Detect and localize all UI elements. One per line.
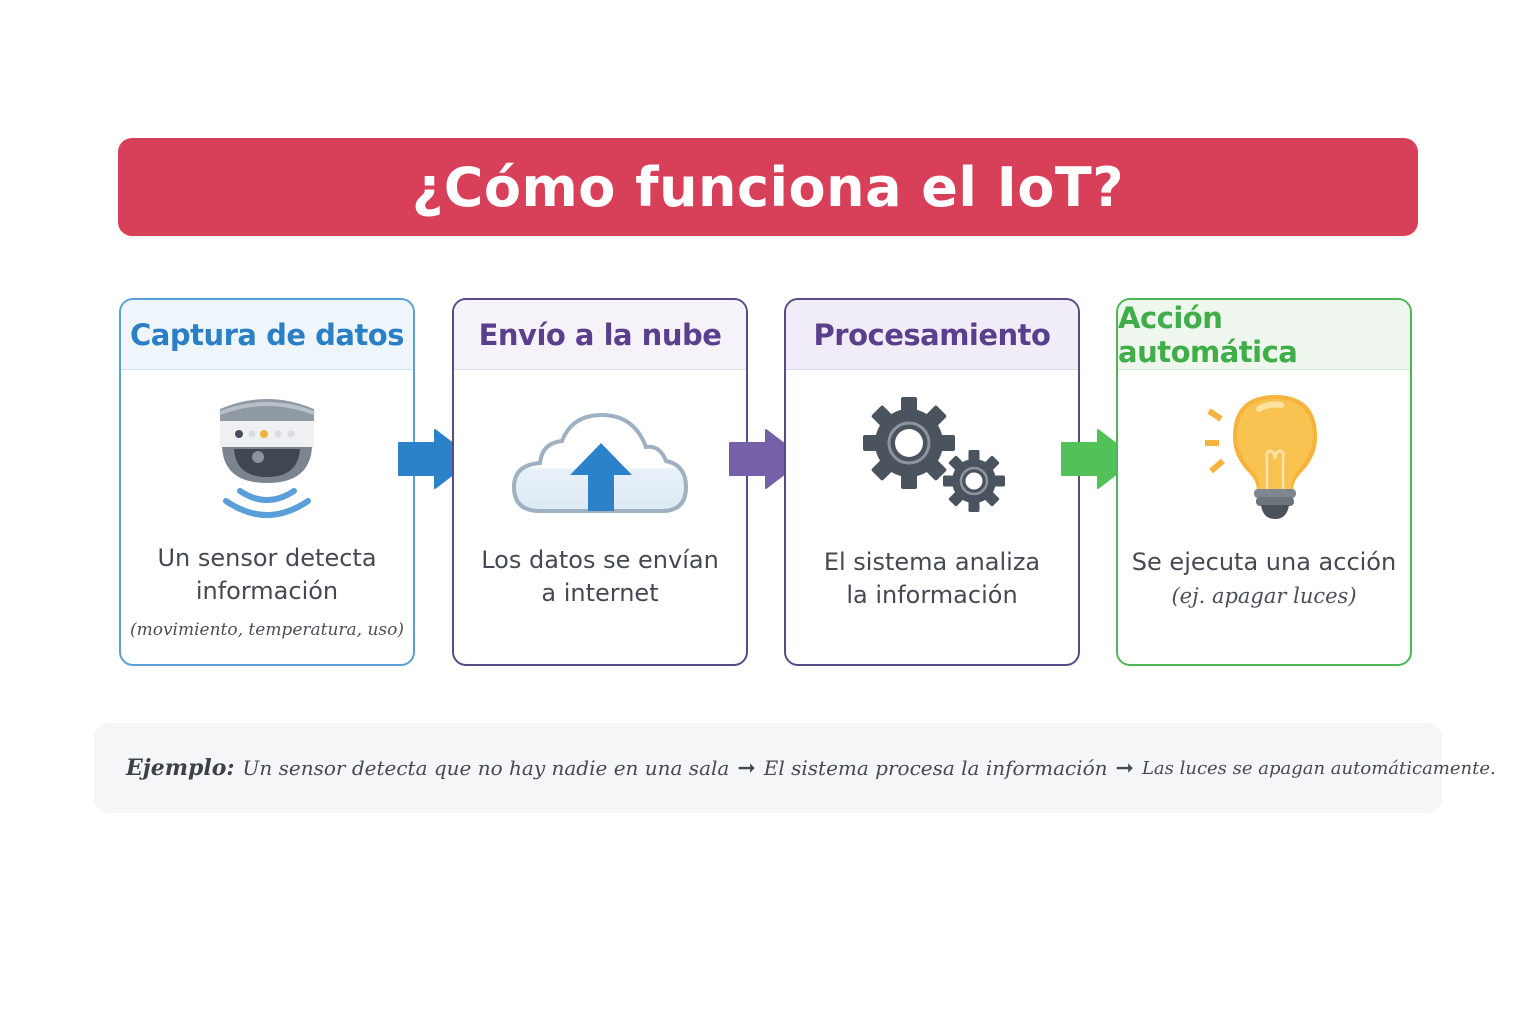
- step-card-envio: Envío a la nube Los datos se envían a in…: [452, 298, 748, 666]
- step-card-captura: Captura de datos Un sensor detecta infor…: [119, 298, 415, 666]
- example-step-2: El sistema procesa la información: [763, 756, 1108, 780]
- step-title: Procesamiento: [813, 317, 1051, 352]
- step-description-line: Un sensor detecta: [157, 544, 377, 572]
- step-description: Se ejecuta una acción: [1118, 546, 1410, 579]
- example-step-1: Un sensor detecta que no hay nadie en un…: [242, 756, 730, 780]
- security-camera-sensor-icon: [121, 386, 413, 526]
- step-description: El sistema analiza la información: [786, 546, 1078, 612]
- step-note: (ej. apagar luces): [1171, 584, 1357, 608]
- step-description: Un sensor detecta información: [121, 542, 413, 608]
- example-step-3: Las luces se apagan automáticamente.: [1141, 757, 1496, 779]
- example-box: Ejemplo: Un sensor detecta que no hay na…: [94, 723, 1496, 813]
- cloud-upload-icon: [454, 394, 746, 534]
- step-description-line: El sistema analiza: [823, 548, 1041, 576]
- lightbulb-icon: [1118, 386, 1410, 526]
- step-title: Envío a la nube: [478, 317, 722, 352]
- arrow-right-icon: ➞: [737, 755, 756, 781]
- step-title: Captura de datos: [130, 317, 405, 352]
- step-note: (movimiento, temperatura, uso): [129, 620, 405, 640]
- step-card-accion: Acción automática Se ejecuta una acción …: [1116, 298, 1412, 666]
- step-header: Acción automática: [1118, 300, 1410, 370]
- step-header: Procesamiento: [786, 300, 1078, 370]
- arrow-right-icon: ➞: [1115, 755, 1134, 781]
- step-header: Captura de datos: [121, 300, 413, 370]
- gears-icon: [786, 386, 1078, 526]
- step-description-line: Se ejecuta una acción: [1131, 548, 1397, 576]
- step-header: Envío a la nube: [454, 300, 746, 370]
- step-card-procesamiento: Procesamiento: [784, 298, 1080, 666]
- example-label: Ejemplo:: [126, 755, 235, 781]
- step-description-line: a internet: [541, 579, 659, 607]
- step-description-line: información: [195, 577, 339, 605]
- step-title: Acción automática: [1118, 300, 1298, 369]
- page-title: ¿Cómo funciona el IoT?: [411, 155, 1125, 219]
- step-description-line: Los datos se envían: [481, 546, 719, 574]
- step-description: Los datos se envían a internet: [454, 544, 746, 610]
- step-description-line: la información: [846, 581, 1018, 609]
- title-banner: ¿Cómo funciona el IoT?: [118, 138, 1418, 236]
